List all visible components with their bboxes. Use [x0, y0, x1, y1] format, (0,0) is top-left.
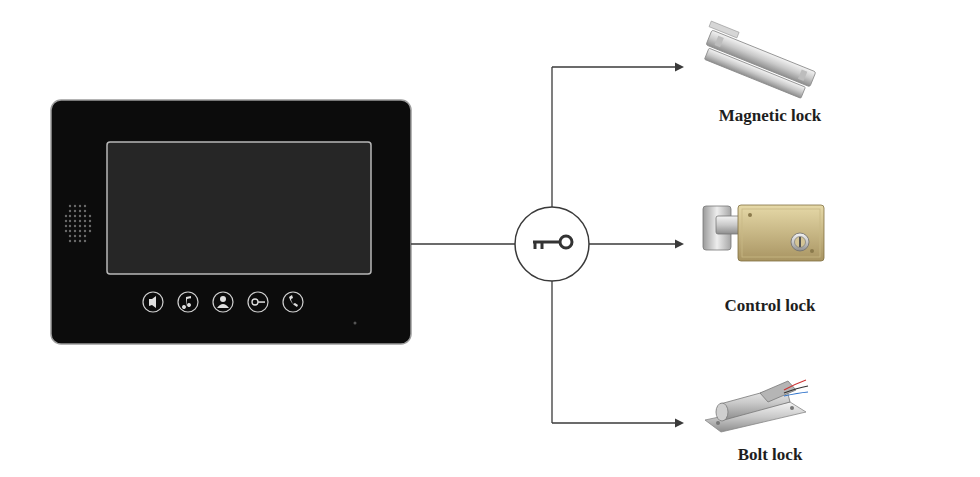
key-symbol	[515, 207, 589, 281]
lock-name: Magnetic lock	[690, 105, 850, 127]
lock-name: Control lock	[690, 295, 850, 317]
lock-name: Bolt lock	[690, 444, 850, 466]
control-lock-illustration	[703, 205, 824, 261]
magnetic-lock-illustration	[697, 21, 819, 100]
lock-label-box: Magnetic lock	[690, 105, 850, 127]
bolt-lock-illustration	[705, 380, 808, 432]
lock-label-box: Control lock	[690, 295, 850, 317]
arrowhead	[675, 63, 684, 428]
intercom-monitor	[51, 100, 411, 344]
lock-label-box: Bolt lock	[690, 444, 850, 466]
wiring	[411, 67, 676, 423]
